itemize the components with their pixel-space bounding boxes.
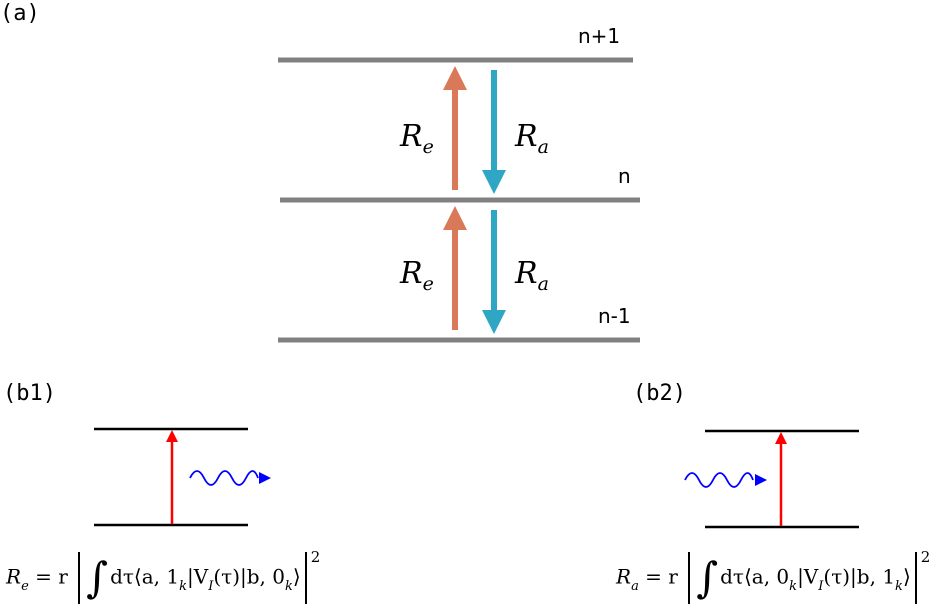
b1-photon-wave <box>189 470 259 486</box>
panel-label-b2: (b2) <box>633 381 686 406</box>
integral-sign: ∫ <box>696 553 719 602</box>
panel-label-b1: (b1) <box>3 381 56 406</box>
level-label-n-minus-1: n-1 <box>598 304 631 328</box>
rate-label-absorption-upper: Ra <box>514 119 549 158</box>
level-label-n: n <box>618 164 631 188</box>
panel-label-a: (a) <box>0 1 40 26</box>
abs-bar-right <box>914 552 917 604</box>
formula-emission-rate: Re = r ∫dτ⟨a, 1k|VI(τ)|b, 0k⟩2 <box>6 547 321 604</box>
b1-transition-arrowhead <box>166 430 178 442</box>
rate-label-absorption-lower: Ra <box>514 256 549 295</box>
rate-label-emission-upper: Re <box>399 119 434 158</box>
integral-sign: ∫ <box>86 553 109 602</box>
formula-absorption-rate: Ra = r ∫dτ⟨a, 0k|VI(τ)|b, 1k⟩2 <box>616 547 931 604</box>
b2-photon-arrowhead <box>755 474 767 486</box>
abs-bar-right <box>304 552 307 604</box>
abs-bar-left <box>78 552 81 604</box>
abs-bar-left <box>688 552 691 604</box>
rate-label-emission-lower: Re <box>399 256 434 295</box>
b2-photon-wave <box>684 472 754 488</box>
b2-transition-arrowhead <box>775 432 787 444</box>
b1-photon-arrowhead <box>259 472 271 484</box>
level-label-n-plus-1: n+1 <box>578 24 620 48</box>
